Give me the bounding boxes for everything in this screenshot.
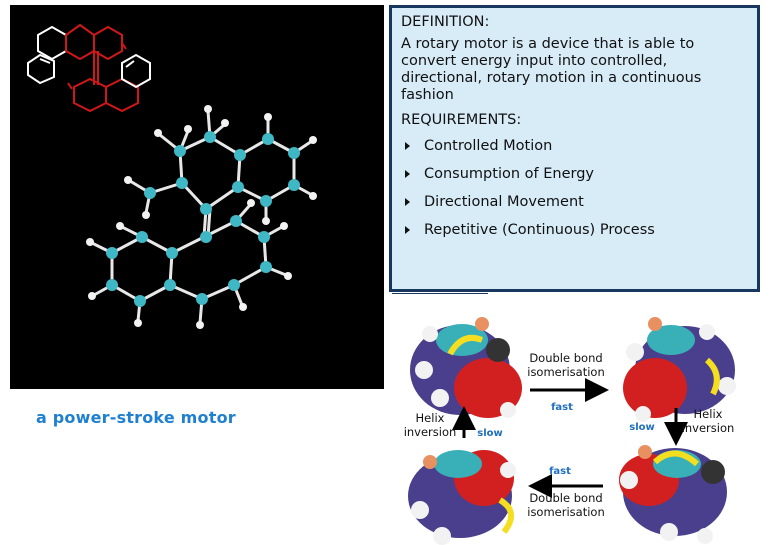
requirement-label: Consumption of Energy xyxy=(424,166,594,182)
bullet-arrow-icon xyxy=(405,170,410,178)
right-step-speed: slow xyxy=(629,422,655,433)
left-step-line2: inversion xyxy=(404,425,457,439)
requirement-item: Directional Movement xyxy=(401,188,747,216)
molecule-state-top-left xyxy=(410,317,522,418)
molecule-state-bottom-right xyxy=(619,445,727,544)
requirement-item: Consumption of Energy xyxy=(401,160,747,188)
requirement-item: Repetitive (Continuous) Process xyxy=(401,216,747,244)
requirement-item: Controlled Motion xyxy=(401,132,747,160)
bullet-arrow-icon xyxy=(405,226,410,234)
molecule-state-bottom-left xyxy=(408,450,516,545)
rotation-cycle-diagram: Double bond isomerisation fast Helix inv… xyxy=(400,310,772,545)
top-step-line2: isomerisation xyxy=(527,365,605,379)
top-step-line1: Double bond xyxy=(529,351,602,365)
box-divider-line xyxy=(392,293,488,294)
left-step-line1: Helix xyxy=(416,411,445,425)
bottom-step-line1: Double bond xyxy=(529,491,602,505)
molecule-render-panel xyxy=(10,5,384,389)
molecule-structure-graphic xyxy=(27,23,317,329)
top-step-speed: fast xyxy=(551,402,573,413)
right-step-line1: Helix xyxy=(694,407,723,421)
requirement-label: Directional Movement xyxy=(424,194,584,210)
skeletal-formula xyxy=(27,23,151,113)
definition-title: DEFINITION: xyxy=(401,14,490,30)
definition-box: DEFINITION: A rotary motor is a device t… xyxy=(389,5,760,292)
requirements-list: Controlled Motion Consumption of Energy … xyxy=(401,132,747,244)
requirement-label: Controlled Motion xyxy=(424,138,553,154)
definition-text: A rotary motor is a device that is able … xyxy=(401,36,702,103)
bullet-arrow-icon xyxy=(405,198,410,206)
requirements-title: REQUIREMENTS: xyxy=(401,112,522,128)
left-step-speed: slow xyxy=(477,428,503,439)
rotation-cycle-graphic: Double bond isomerisation fast Helix inv… xyxy=(404,317,736,545)
requirement-label: Repetitive (Continuous) Process xyxy=(424,222,655,238)
bottom-step-speed: fast xyxy=(549,466,571,477)
molecule-state-top-right xyxy=(623,317,736,422)
bottom-step-line2: isomerisation xyxy=(527,505,605,519)
ball-and-stick-model xyxy=(86,105,317,329)
bullet-arrow-icon xyxy=(405,142,410,150)
power-stroke-caption: a power-stroke motor xyxy=(36,408,236,427)
right-step-line2: inversion xyxy=(682,421,735,435)
